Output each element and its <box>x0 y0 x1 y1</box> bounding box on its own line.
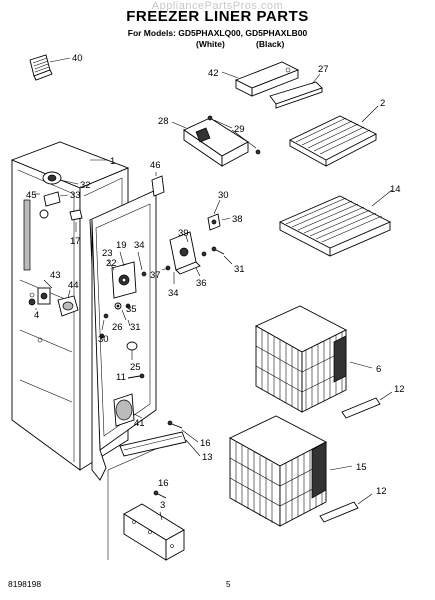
callout-16-lower: 16 <box>158 478 169 489</box>
callout-39: 39 <box>178 228 189 239</box>
part-28-29-housing <box>171 115 261 167</box>
callout-22: 22 <box>106 258 117 269</box>
callout-28: 28 <box>158 116 169 127</box>
part-12-handle-lower <box>319 493 373 523</box>
callout-31-right: 31 <box>234 264 245 275</box>
part-43-44-4-control <box>28 279 79 317</box>
callout-30-right: 30 <box>218 190 229 201</box>
part-12-handle-upper <box>341 391 393 419</box>
part-16-screw-lower <box>153 490 167 499</box>
callout-2: 2 <box>380 98 385 109</box>
part-31-screw <box>211 246 233 265</box>
callout-1: 1 <box>110 156 115 167</box>
variant-white: (White) <box>196 39 225 49</box>
part-19-22-23-34-damper-housing <box>107 251 147 299</box>
callout-6: 6 <box>376 364 381 375</box>
part-14-shelf <box>278 189 393 257</box>
callout-35: 35 <box>126 304 137 315</box>
part-30-38-clip <box>207 199 231 231</box>
document-number: 8198198 <box>8 579 42 589</box>
part-11-screw <box>127 373 145 379</box>
callout-41: 41 <box>134 418 145 429</box>
part-2-shelf <box>289 105 379 167</box>
variant-black: (Black) <box>256 39 285 49</box>
callout-33: 33 <box>70 190 81 201</box>
part-16-screw-upper <box>167 420 199 443</box>
callout-45: 45 <box>26 190 37 201</box>
callout-15: 15 <box>356 462 367 473</box>
part-41-damper <box>113 393 143 427</box>
callout-46: 46 <box>150 160 161 171</box>
watermark: AppliancePartsPros.com <box>151 0 284 12</box>
part-15-basket-lower <box>229 415 353 527</box>
callout-36: 36 <box>196 278 207 289</box>
callout-27: 27 <box>318 64 329 75</box>
callout-14: 14 <box>390 184 401 195</box>
models-line: For Models: GD5PHAXLQ00, GD5PHAXLB00 <box>127 28 308 38</box>
part-17-clip <box>69 209 83 232</box>
callout-17: 17 <box>70 236 81 247</box>
callout-32: 32 <box>80 180 91 191</box>
callout-34: 34 <box>134 240 145 251</box>
part-32-33-45-light-assembly <box>34 171 79 219</box>
callout-43: 43 <box>50 270 61 281</box>
callout-42: 42 <box>208 68 219 79</box>
part-27-plate <box>269 73 323 109</box>
callout-12-lower: 12 <box>376 486 387 497</box>
callout-37: 37 <box>150 270 161 281</box>
part-3-trim <box>123 503 185 561</box>
callout-23: 23 <box>102 248 113 259</box>
page-mark: 5 <box>226 580 231 589</box>
part-40-vent-cover <box>29 54 71 81</box>
part-42-cover <box>221 61 300 97</box>
part-fasteners-cluster <box>99 302 138 360</box>
callout-16-upper: 16 <box>200 438 211 449</box>
part-36-37-39-damper-body <box>161 231 207 284</box>
callout-13: 13 <box>202 452 213 463</box>
callout-11: 11 <box>116 372 126 383</box>
inner-panel <box>89 189 159 560</box>
callout-31: 31 <box>130 322 141 333</box>
page-title: FREEZER LINER PARTS <box>126 8 309 25</box>
callout-30: 30 <box>98 334 109 345</box>
callout-26: 26 <box>112 322 123 333</box>
callout-labels: 40 1 32 45 33 17 23 19 34 22 43 44 4 35 … <box>26 53 405 511</box>
part-13-rail <box>119 431 201 457</box>
callout-19: 19 <box>116 240 127 251</box>
callout-34-right: 34 <box>168 288 179 299</box>
callout-44: 44 <box>68 280 79 291</box>
callout-29: 29 <box>234 124 245 135</box>
part-46-bracket <box>151 172 165 197</box>
callout-25: 25 <box>130 362 141 373</box>
callout-38: 38 <box>232 214 243 225</box>
callout-4: 4 <box>34 310 39 321</box>
callout-3: 3 <box>160 500 165 511</box>
part-6-basket-upper <box>255 305 373 413</box>
callout-12-upper: 12 <box>394 384 405 395</box>
callout-40: 40 <box>72 53 83 64</box>
